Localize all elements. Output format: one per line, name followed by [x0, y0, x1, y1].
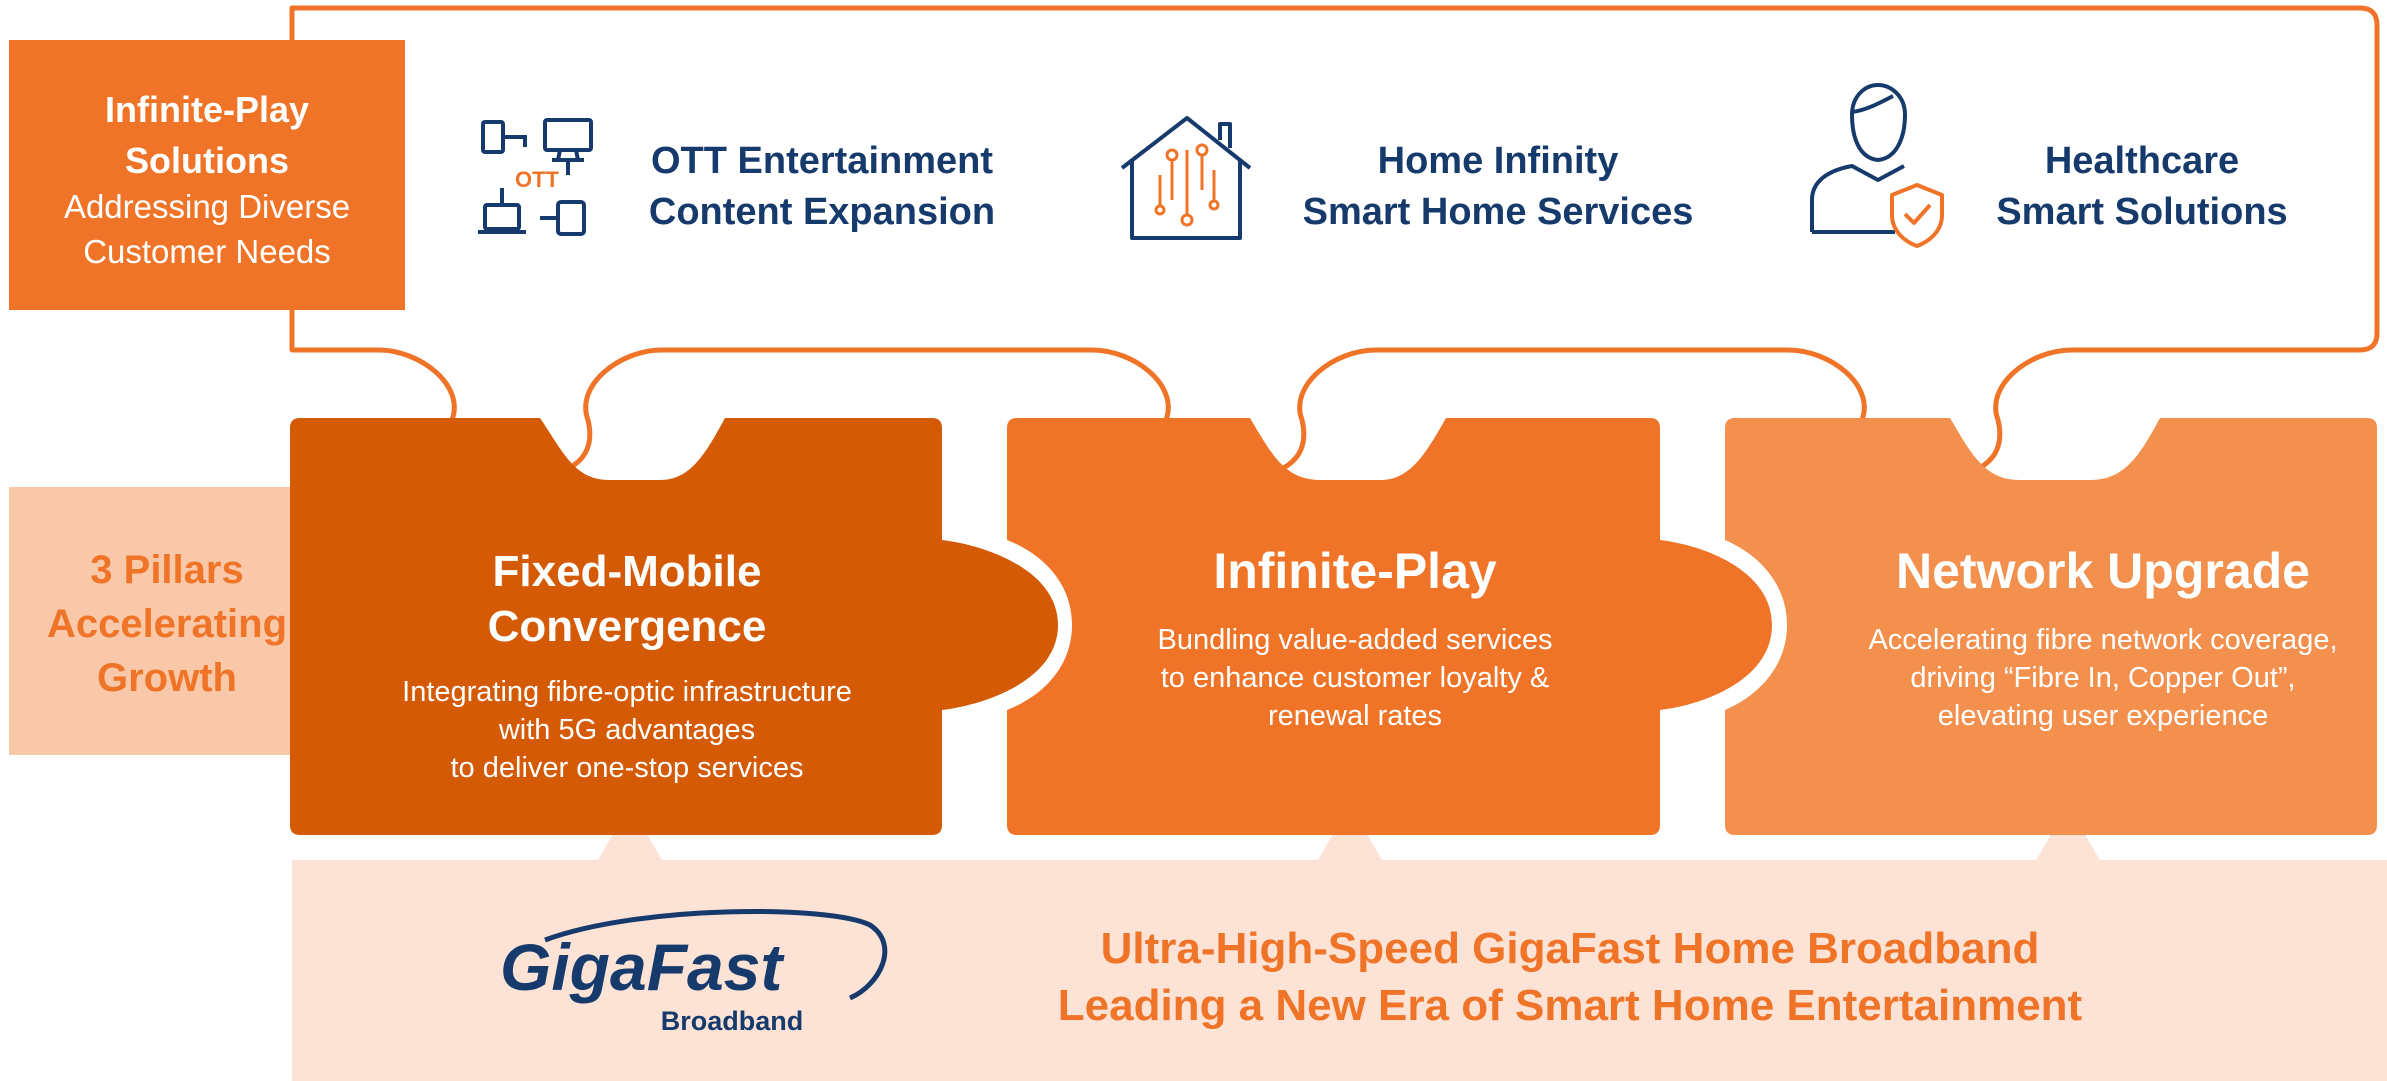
pillar-2-desc-line1: Bundling value-added services: [1158, 624, 1553, 656]
header-subtitle-line2: Customer Needs: [83, 233, 331, 270]
pillar-3-title: Network Upgrade: [1896, 543, 2310, 599]
pillar-fixed-mobile-piece: [290, 418, 1058, 835]
header-subtitle-line1: Addressing Diverse: [64, 188, 350, 225]
pillar-2-title: Infinite-Play: [1213, 543, 1497, 599]
footer-band: [292, 860, 2387, 1081]
footer-tagline-line1: Ultra-High-Speed GigaFast Home Broadband: [1101, 924, 2040, 973]
pillar-1-title-line2: Convergence: [488, 602, 767, 651]
pillar-infinite-play-piece: [1007, 418, 1772, 835]
solution-ott-line2: Content Expansion: [649, 191, 995, 233]
pillar-network-upgrade-piece: [1725, 418, 2377, 835]
header-box: [9, 40, 405, 310]
pillar-1-desc-line1: Integrating fibre-optic infrastructure: [402, 676, 852, 708]
logo-subtext: Broadband: [661, 1006, 804, 1036]
header-title-line2: Solutions: [125, 140, 289, 181]
solution-ott-line1: OTT Entertainment: [651, 140, 993, 182]
pillar-1-title-line1: Fixed-Mobile: [493, 547, 762, 596]
logo-text: GigaFast: [500, 930, 785, 1004]
pillar-3-desc-line2: driving “Fibre In, Copper Out”,: [1910, 662, 2295, 694]
gigafast-logo: GigaFast Broadband: [500, 908, 888, 1036]
smart-home-icon: [1120, 116, 1252, 240]
circuit-icon: [1154, 143, 1220, 227]
pillar-2-desc-line2: to enhance customer loyalty &: [1161, 662, 1549, 694]
pillars-label-line3: Growth: [97, 656, 237, 700]
logo-swoosh: [544, 908, 888, 1001]
solution-health-line1: Healthcare: [2045, 140, 2239, 182]
pillar-1-desc-line3: to deliver one-stop services: [451, 752, 804, 784]
footer-tagline-line2: Leading a New Era of Smart Home Entertai…: [1058, 981, 2083, 1030]
solution-home-line2: Smart Home Services: [1303, 191, 1694, 233]
ott-badge: OTT: [515, 167, 560, 192]
pillars-label-line1: 3 Pillars: [90, 548, 243, 592]
healthcare-person-shield-icon: [1810, 83, 1907, 234]
pillar-3-desc-line3: elevating user experience: [1938, 700, 2268, 732]
pillar-3-desc-line1: Accelerating fibre network coverage,: [1868, 624, 2337, 656]
pillars-label-arrow: [9, 487, 357, 755]
ott-devices-icon: [478, 118, 593, 236]
pillar-1-desc-line2: with 5G advantages: [498, 714, 755, 746]
header-title-line1: Infinite-Play: [105, 89, 309, 130]
solutions-frame: [289, 5, 2380, 481]
solution-health-line2: Smart Solutions: [1996, 191, 2287, 233]
pillars-label-line2: Accelerating: [47, 602, 287, 646]
pillar-2-desc-line3: renewal rates: [1268, 700, 1442, 732]
shield-check-icon: [1890, 183, 1944, 248]
solution-home-line1: Home Infinity: [1378, 140, 1619, 182]
